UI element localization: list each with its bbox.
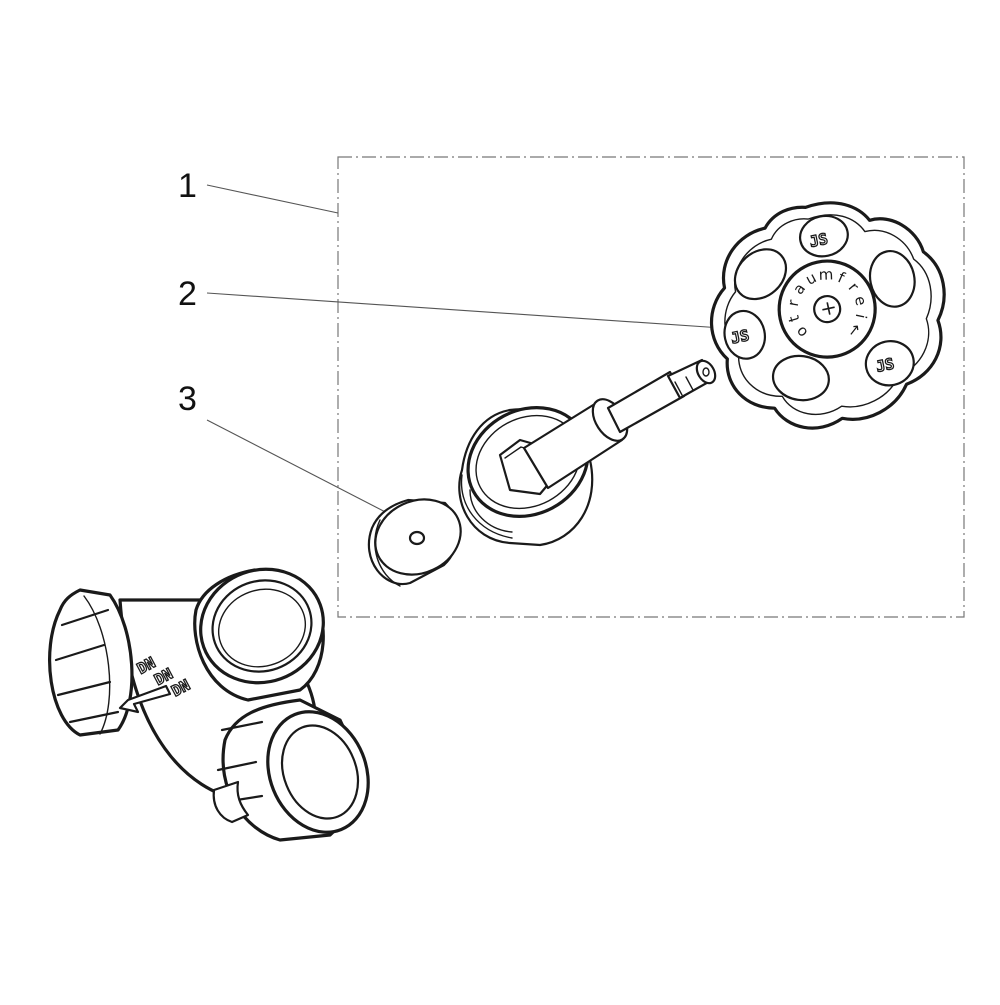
flow-arrow-icon: [118, 684, 172, 714]
hub-ring-letter: i: [852, 312, 870, 320]
hub-mark-bottom: JS: [864, 340, 915, 387]
leader-line-2: [206, 292, 723, 329]
hub-ring-letter: e: [851, 294, 871, 307]
spindle-bonnet-assembly: [458, 358, 717, 547]
callout-2: 2: [178, 275, 197, 313]
valve-body: DN DN DN: [48, 567, 370, 842]
leader-line-1: [206, 184, 339, 214]
hub-plus-mark: +: [818, 294, 839, 321]
hub-mark-top: JS: [798, 214, 849, 258]
hub-mark-left: JS: [723, 309, 767, 360]
hub-screw: [813, 294, 842, 324]
hub-mark-bottom-text: JS: [874, 355, 895, 376]
callout-1: 1: [178, 167, 197, 205]
hub-mark-top-text: JS: [808, 230, 829, 251]
hub-mark-left-text: JS: [729, 326, 750, 347]
washer-disc: [367, 498, 462, 587]
assembly-boundary-box: [337, 156, 965, 618]
hub-ring-letter: m: [818, 265, 833, 283]
hub-ring-letter: t: [785, 313, 804, 324]
hub-ring-letter: r: [784, 298, 803, 308]
callout-3: 3: [178, 380, 197, 418]
leader-line-3: [206, 419, 398, 519]
